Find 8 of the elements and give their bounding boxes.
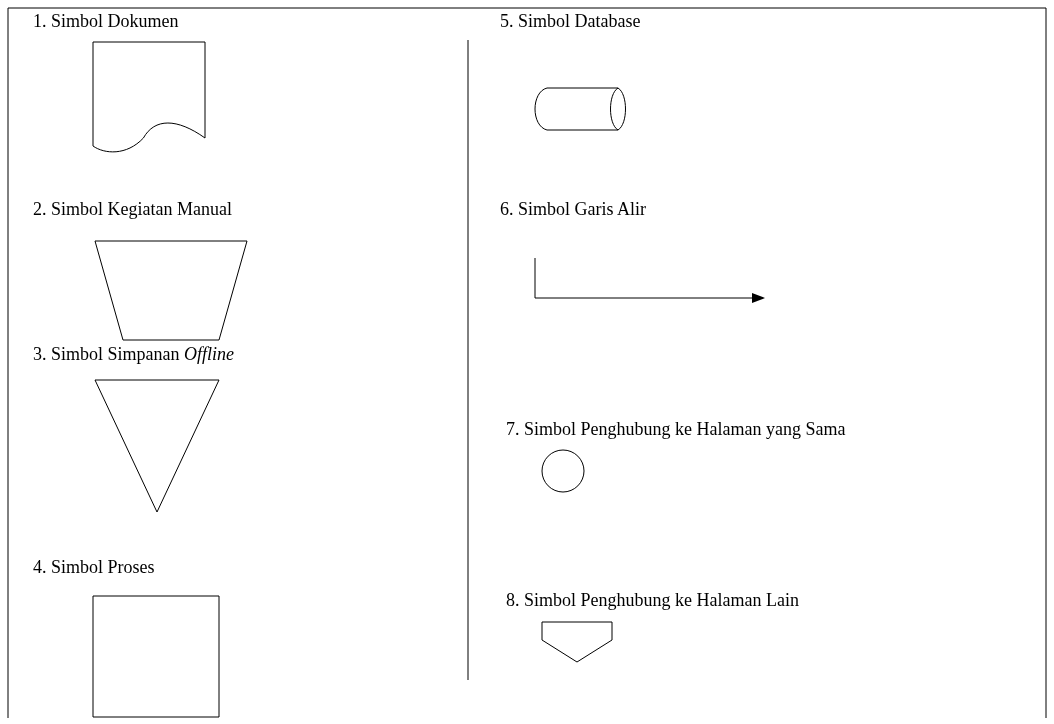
symbol-label: 8. Simbol Penghubung ke Halaman Lain bbox=[506, 589, 799, 611]
symbol-label: 7. Simbol Penghubung ke Halaman yang Sama bbox=[506, 418, 846, 440]
symbol-label: 2. Simbol Kegiatan Manual bbox=[33, 198, 232, 220]
symbol-label: 1. Simbol Dokumen bbox=[33, 10, 179, 32]
symbol-label: 6. Simbol Garis Alir bbox=[500, 198, 646, 220]
symbol-label: 5. Simbol Database bbox=[500, 10, 641, 32]
symbol-label: 3. Simbol Simpanan Offline bbox=[33, 343, 234, 365]
symbol-label: 4. Simbol Proses bbox=[33, 556, 155, 578]
